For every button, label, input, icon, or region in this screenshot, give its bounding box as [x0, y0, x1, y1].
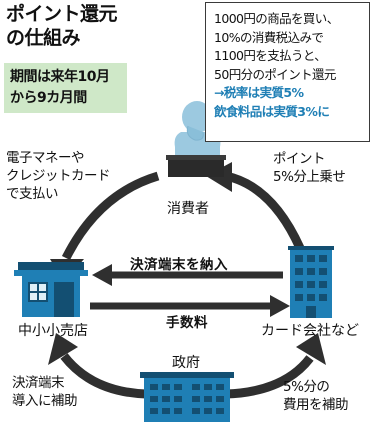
label-point-added: ポイント 5%分上乗せ [273, 150, 346, 186]
cost-subsidy-line-2: 費用を補助 [283, 397, 349, 413]
info-line-4: 50円分のポイント還元 [214, 66, 336, 82]
label-cost-subsidy: 5%分の 費用を補助 [283, 378, 349, 414]
payment-method-line-2: クレジットカード [6, 168, 111, 184]
node-card-company-label: カード会社など [261, 323, 359, 339]
arrowhead-retailer-bottom [48, 333, 78, 365]
node-government-label: 政府 [172, 355, 200, 371]
government-building-icon [140, 372, 234, 422]
node-consumer-label: 消費者 [167, 201, 209, 217]
info-line-2: 10%の消費税込みで [214, 29, 324, 45]
point-added-line-1: ポイント [273, 151, 326, 167]
point-added-line-2: 5%分上乗せ [273, 169, 346, 185]
node-retailer-label: 中小小売店 [18, 323, 88, 339]
label-terminal-subsidy: 決済端末 導入に補助 [12, 374, 78, 410]
title-line-1: ポイント還元 [6, 3, 118, 25]
period-line-1: 期間は来年10月 [10, 69, 110, 85]
payment-method-line-3: で支払い [6, 186, 59, 202]
period-line-2: から9カ月間 [10, 90, 87, 106]
retailer-store-icon [14, 262, 88, 317]
arrow-consumer-to-retailer [61, 171, 160, 261]
info-note-2: 飲食料品は実質3%に [214, 103, 330, 119]
arrow-card-to-consumer [224, 171, 305, 250]
label-payment-method: 電子マネーや クレジットカード で支払い [6, 149, 111, 203]
flow-fee-label: 手数料 [166, 315, 208, 331]
payment-method-line-1: 電子マネーや [6, 150, 85, 166]
card-company-building-icon [288, 246, 334, 318]
cost-subsidy-line-1: 5%分の [283, 379, 330, 395]
arrowhead-terminal [92, 264, 112, 286]
flow-terminal-label: 決済端末を納入 [130, 257, 228, 273]
diagram-title: ポイント還元 の仕組み [6, 2, 118, 50]
arrow-gov-to-card [225, 355, 314, 399]
example-info-box: 1000円の商品を買い、 10%の消費税込みで 1100円を支払うと、 50円分… [205, 2, 370, 142]
terminal-subsidy-line-1: 決済端末 [12, 375, 65, 391]
title-line-2: の仕組み [6, 27, 81, 49]
info-line-3: 1100円を支払うと、 [214, 48, 327, 63]
info-line-1: 1000円の商品を買い、 [214, 11, 339, 26]
arrowhead-fee [270, 295, 290, 317]
terminal-subsidy-line-2: 導入に補助 [12, 393, 78, 409]
arrow-gov-to-retailer [60, 353, 147, 399]
arrowhead-card-bottom [296, 333, 326, 365]
info-note-1: →税率は実質5% [214, 85, 304, 100]
period-box: 期間は来年10月 から9カ月間 [4, 63, 127, 113]
